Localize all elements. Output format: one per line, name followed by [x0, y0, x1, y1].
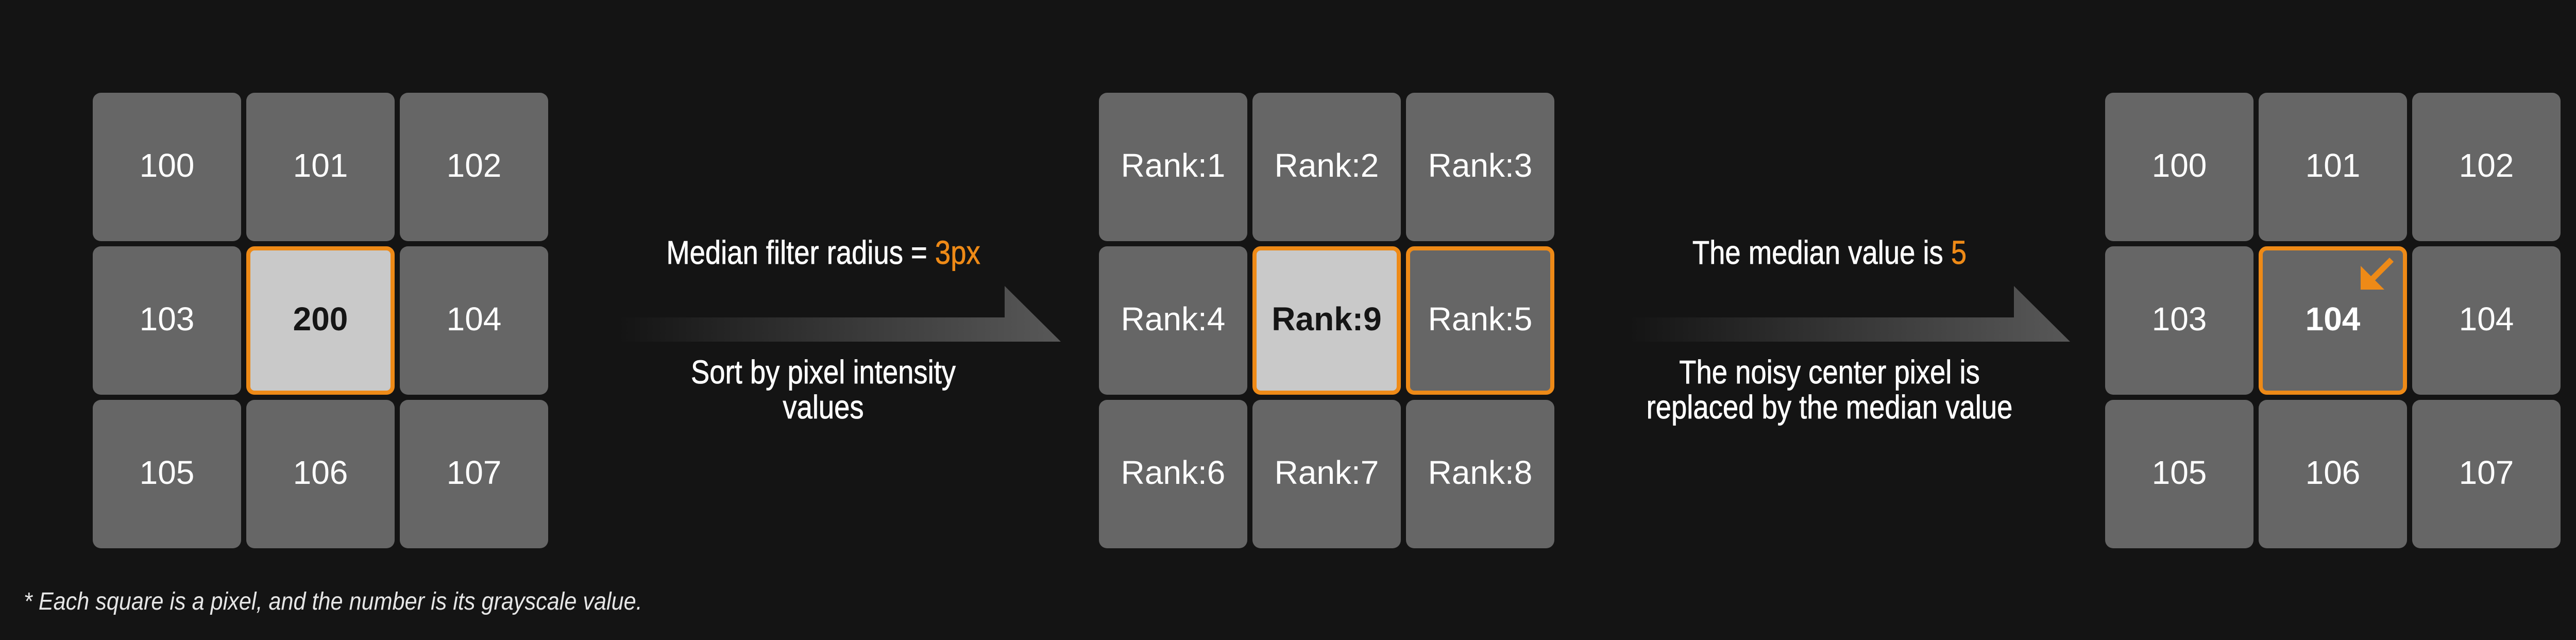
- arrow-down-left-icon: [2361, 258, 2394, 290]
- pixel-value: 104: [2459, 300, 2514, 338]
- median-value: 5: [1951, 234, 1967, 271]
- pixel-value: 102: [2459, 147, 2514, 184]
- output-pixel-grid: 100 101 102 103 104 104 105 106 107: [2105, 93, 2561, 548]
- pixel-cell: 106: [2259, 400, 2407, 548]
- pixel-value: 104: [2305, 300, 2361, 338]
- rank-value: Rank:2: [1274, 147, 1379, 184]
- pixel-cell: 100: [93, 93, 241, 241]
- replacement-description: The noisy center pixel is replaced by th…: [1646, 353, 2013, 426]
- rank-cell: Rank:6: [1099, 400, 1247, 548]
- rank-cell: Rank:3: [1406, 93, 1554, 241]
- arrow-shape: [1628, 286, 2070, 342]
- pixel-cell: 105: [93, 400, 241, 548]
- rank-value: Rank:8: [1428, 454, 1533, 491]
- pixel-value: 200: [293, 300, 348, 338]
- rank-value: Rank:9: [1272, 300, 1382, 338]
- pixel-value: 107: [2459, 454, 2514, 491]
- rank-cell: Rank:4: [1099, 246, 1247, 395]
- filter-radius-label: Median filter radius = 3px: [604, 234, 1042, 271]
- pixel-value: 107: [446, 454, 502, 491]
- pixel-value: 104: [446, 300, 502, 338]
- rank-cell: Rank:7: [1252, 400, 1401, 548]
- input-pixel-grid: 100 101 102 103 200 104 105 106 107: [93, 93, 548, 548]
- pixel-cell: 103: [93, 246, 241, 395]
- replaced-center-pixel-cell: 104: [2259, 246, 2407, 395]
- filter-radius-text: Median filter radius =: [666, 234, 935, 271]
- pixel-cell: 107: [400, 400, 548, 548]
- pixel-value: 103: [2151, 300, 2207, 338]
- pixel-cell: 104: [2412, 246, 2561, 395]
- pixel-value: 103: [139, 300, 195, 338]
- rank-value: Rank:6: [1121, 454, 1226, 491]
- pixel-cell: 106: [246, 400, 395, 548]
- footnote: * Each square is a pixel, and the number…: [24, 588, 642, 615]
- pixel-value: 102: [446, 147, 502, 184]
- step-arrow-2: [1628, 286, 2070, 342]
- pixel-cell: 104: [400, 246, 548, 395]
- pixel-cell: 103: [2105, 246, 2253, 395]
- pixel-value: 106: [2305, 454, 2361, 491]
- arrow-shape: [618, 286, 1061, 342]
- pixel-value: 100: [2151, 147, 2207, 184]
- pixel-cell: 102: [400, 93, 548, 241]
- rank-value: Rank:1: [1121, 147, 1226, 184]
- median-value-text: The median value is: [1692, 234, 1951, 271]
- pixel-cell: 101: [2259, 93, 2407, 241]
- median-value-label: The median value is 5: [1611, 234, 2048, 271]
- rank-grid: Rank:1 Rank:2 Rank:3 Rank:4 Rank:9 Rank:…: [1099, 93, 1554, 548]
- pixel-value: 101: [2305, 147, 2361, 184]
- filter-radius-value: 3px: [935, 234, 980, 271]
- rank-value: Rank:7: [1274, 454, 1379, 491]
- pixel-cell: 102: [2412, 93, 2561, 241]
- pixel-value: 101: [293, 147, 348, 184]
- rank-value: Rank:4: [1121, 300, 1226, 338]
- rank-cell: Rank:8: [1406, 400, 1554, 548]
- noisy-center-pixel-cell: 200: [246, 246, 395, 395]
- rank-cell: Rank:1: [1099, 93, 1247, 241]
- pixel-value: 105: [2151, 454, 2207, 491]
- sort-description: Sort by pixel intensity values: [690, 353, 956, 426]
- pixel-cell: 105: [2105, 400, 2253, 548]
- pixel-cell: 100: [2105, 93, 2253, 241]
- step-arrow-1: [618, 286, 1061, 342]
- rank-value: Rank:3: [1428, 147, 1533, 184]
- rank-cell: Rank:2: [1252, 93, 1401, 241]
- pixel-cell: 107: [2412, 400, 2561, 548]
- median-rank-cell: Rank:5: [1406, 246, 1554, 395]
- pixel-value: 100: [139, 147, 195, 184]
- noisy-center-rank-cell: Rank:9: [1252, 246, 1401, 395]
- pixel-value: 106: [293, 454, 348, 491]
- pixel-value: 105: [139, 454, 195, 491]
- rank-value: Rank:5: [1428, 300, 1533, 338]
- pixel-cell: 101: [246, 93, 395, 241]
